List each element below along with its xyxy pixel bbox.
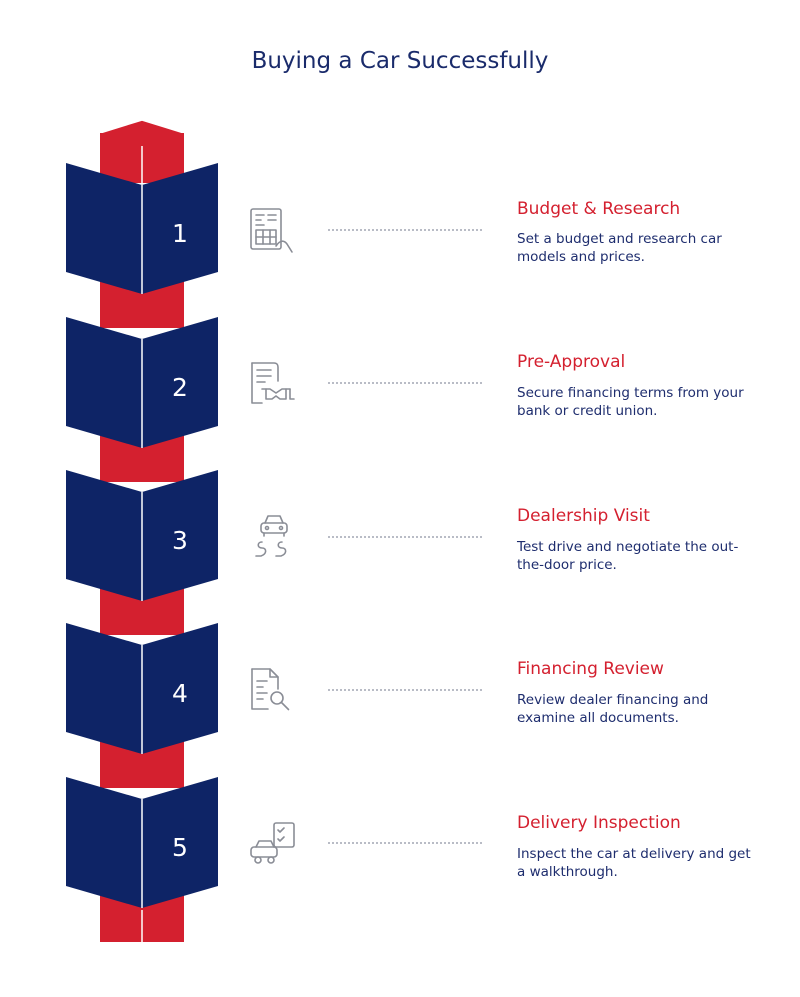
budget-calculator-icon bbox=[250, 208, 293, 253]
step-4-number: 4 bbox=[172, 679, 188, 708]
connector-line-3 bbox=[328, 536, 482, 538]
block-4-left bbox=[66, 623, 142, 754]
step-2-description: Secure financing terms from your bank or… bbox=[517, 385, 744, 419]
contract-handshake-icon bbox=[251, 362, 295, 404]
connector-line-1 bbox=[328, 229, 482, 231]
car-test-drive-icon bbox=[255, 515, 288, 557]
step-1-description: Set a budget and research car models and… bbox=[517, 231, 722, 265]
step-2-title: Pre-Approval bbox=[517, 352, 626, 372]
block-3-left bbox=[66, 470, 142, 601]
step-1-number: 1 bbox=[172, 219, 188, 248]
step-4-title: Financing Review bbox=[517, 659, 664, 679]
step-3-description: Test drive and negotiate the out-the-doo… bbox=[517, 539, 739, 573]
step-4-description: Review dealer financing and examine all … bbox=[517, 692, 709, 726]
step-5-title: Delivery Inspection bbox=[517, 813, 681, 833]
step-2-number: 2 bbox=[172, 373, 188, 402]
document-search-icon bbox=[251, 668, 290, 711]
block-2-left bbox=[66, 317, 142, 448]
step-5-number: 5 bbox=[172, 833, 188, 862]
step-3-title: Dealership Visit bbox=[517, 506, 650, 526]
connector-line-2 bbox=[328, 382, 482, 384]
step-1-title: Budget & Research bbox=[517, 199, 681, 219]
block-5-right bbox=[142, 777, 218, 908]
block-2-right bbox=[142, 317, 218, 448]
connector-line-4 bbox=[328, 689, 482, 691]
block-4-right bbox=[142, 623, 218, 754]
block-3-right bbox=[142, 470, 218, 601]
car-checklist-icon bbox=[250, 822, 295, 864]
block-1-left bbox=[66, 163, 142, 294]
connector-line-5 bbox=[328, 842, 482, 844]
block-1-right bbox=[142, 163, 218, 294]
page-title: Buying a Car Successfully bbox=[251, 48, 549, 74]
block-5-left bbox=[66, 777, 142, 908]
step-5-description: Inspect the car at delivery and get a wa… bbox=[517, 846, 751, 880]
step-3-number: 3 bbox=[172, 526, 188, 555]
